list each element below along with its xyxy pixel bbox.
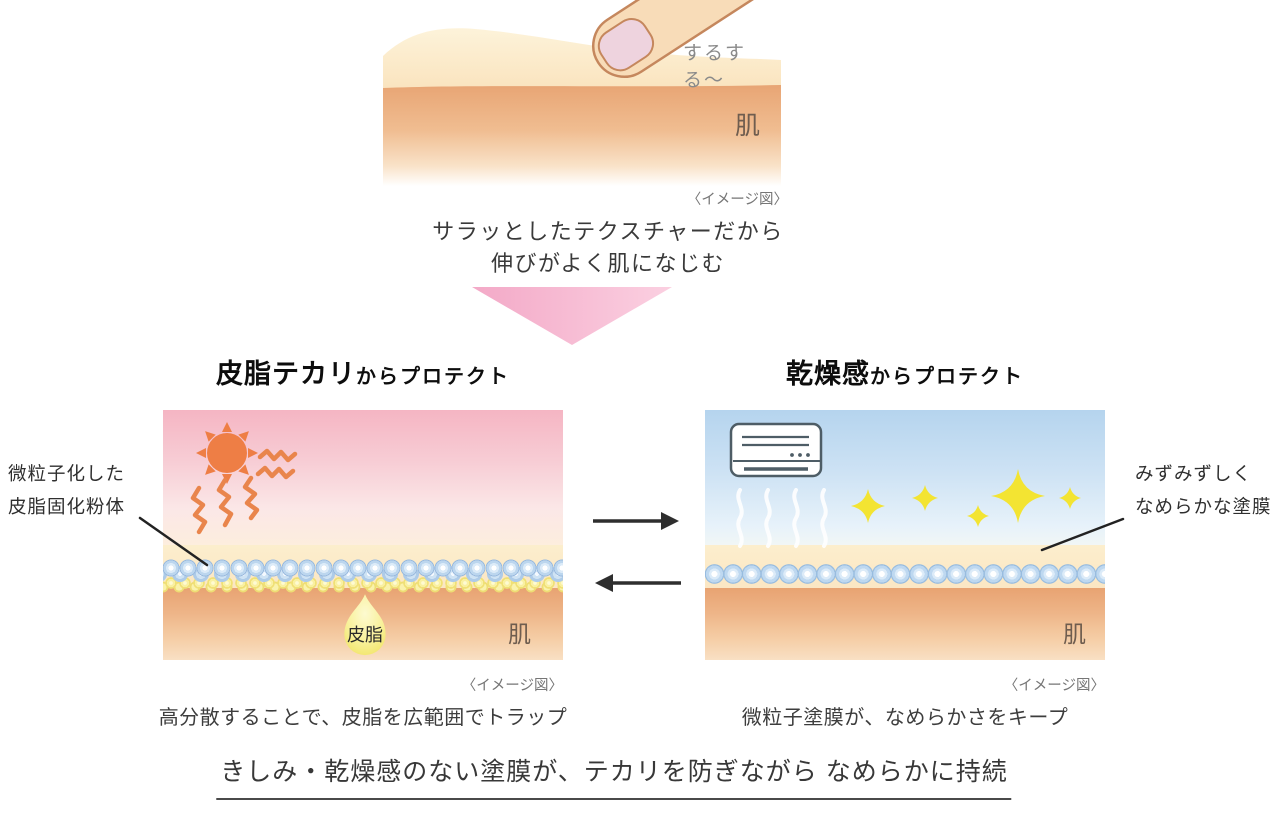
down-triangle-icon bbox=[472, 287, 672, 345]
left-panel-title: 皮脂テカリからプロテクト bbox=[163, 352, 563, 391]
arrow-right-icon bbox=[593, 512, 679, 530]
wind-waves-icon bbox=[736, 488, 828, 548]
skin-texture-illustration: するする〜 肌 bbox=[383, 0, 781, 186]
particle-layer bbox=[163, 556, 563, 594]
right-title-rest: からプロテクト bbox=[870, 366, 1024, 388]
skin-label: 肌 bbox=[1063, 621, 1087, 647]
right-panel-description: 微粒子塗膜が、なめらかさをキープ bbox=[741, 707, 1069, 729]
left-title-rest: からプロテクト bbox=[356, 366, 510, 388]
skin-surface-illustration bbox=[383, 0, 781, 186]
exchange-arrows bbox=[593, 512, 681, 592]
finger-sound-text: するする〜 bbox=[683, 43, 747, 91]
left-title-bold: 皮脂テカリ bbox=[216, 359, 356, 389]
left-pointer-label-line1: 微粒子化した bbox=[8, 463, 126, 484]
skin-label: 肌 bbox=[508, 621, 532, 647]
pointer-line bbox=[1040, 517, 1125, 552]
image-caption: 〈イメージ図〉 bbox=[686, 192, 788, 208]
sun-icon bbox=[190, 422, 298, 535]
right-pointer-label-line1: みずみずしく bbox=[1135, 463, 1253, 484]
sebum-shine-panel: 皮脂 肌 bbox=[163, 410, 563, 660]
left-pointer-label-line2: 皮脂固化粉体 bbox=[8, 496, 126, 517]
right-title-bold: 乾燥感 bbox=[786, 359, 870, 389]
right-pointer-label-line2: なめらかな塗膜 bbox=[1135, 496, 1272, 517]
bottom-statement: きしみ・乾燥感のない塗膜が、テカリを防ぎながら なめらかに持続 bbox=[216, 752, 1012, 800]
dryness-panel: 肌 bbox=[705, 410, 1105, 660]
intro-text-line2: 伸びがよく肌になじむ bbox=[491, 251, 725, 276]
skin-label: 肌 bbox=[735, 112, 762, 140]
image-caption: 〈イメージ図〉 bbox=[461, 678, 563, 694]
pointer-line bbox=[138, 516, 209, 567]
right-panel-title: 乾燥感からプロテクト bbox=[705, 352, 1105, 391]
sebum-droplet-label: 皮脂 bbox=[347, 625, 383, 645]
skin-layer bbox=[705, 588, 1105, 660]
image-caption: 〈イメージ図〉 bbox=[1003, 678, 1105, 694]
particle-layer bbox=[705, 562, 1105, 588]
air-conditioner-icon bbox=[729, 422, 823, 478]
sparkles-icon bbox=[851, 469, 1081, 527]
left-panel-description: 高分散することで、皮脂を広範囲でトラップ bbox=[158, 707, 568, 729]
heat-zigzag-icon bbox=[190, 448, 298, 535]
intro-text-line1: サラッとしたテクスチャーだから bbox=[432, 219, 784, 244]
sebum-droplet bbox=[344, 594, 386, 656]
finger-illustration bbox=[592, 0, 781, 78]
arrow-left-icon bbox=[595, 574, 681, 592]
